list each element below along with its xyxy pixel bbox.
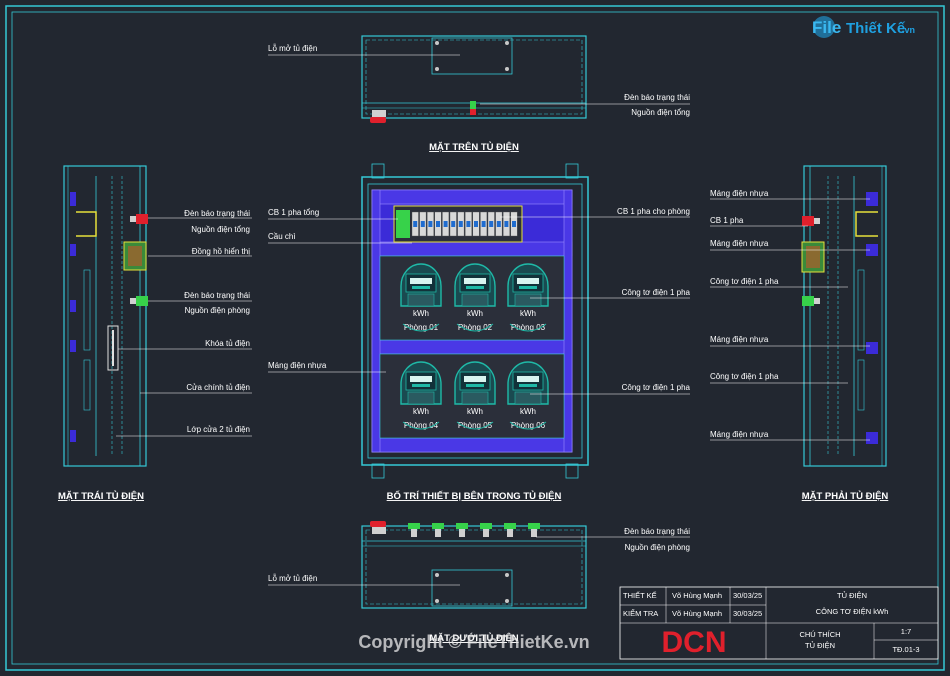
meter-kwh-tag: kWh [413,309,429,318]
tb-design-date: 30/03/25 [733,591,762,600]
meter-kwh-tag: kWh [520,407,536,416]
meter-kwh-tag: kWh [467,309,483,318]
label-right-meter-2: Công tơ điện 1 pha [710,372,779,381]
label-top-status-light: Đèn báo trạng thái [624,93,690,102]
label-fuse: Cầu chì [268,232,296,241]
side-trunking [371,189,381,453]
logo-file: File [812,18,841,37]
right-cb [802,216,814,226]
room-label: Phòng 04 [404,421,439,430]
bottom-status-lights [408,523,540,537]
top-status-light [470,109,476,115]
label-left-room-power: Nguồn điện phòng [185,306,250,315]
bottom-opening [431,569,513,607]
tb-design-label: THIẾT KẾ [623,590,657,600]
tb-scale: 1:7 [901,627,911,636]
top-view: Lỗ mở tủ điện Đèn báo trạng thái Nguồn đ… [268,35,690,153]
bottom-status-light [408,523,420,529]
label-left-main-power: Nguồn điện tổng [191,225,250,234]
label-cb-rooms: CB 1 pha cho phòng [617,207,690,216]
watermark: Copyright © FileThietKe.vn [358,632,589,652]
label-trunking: Máng điện nhựa [268,361,327,370]
left-status-light [136,214,148,224]
bottom-view: Đèn báo trạng thái Nguồn điện phòng Lỗ m… [268,521,690,644]
title-bottom-view: MẶT DƯỚI TỦ ĐIỆN [429,632,518,644]
meter-kwh-tag: kWh [413,407,429,416]
left-view: Đèn báo trạng thái Nguồn điện tổng Đồng … [58,165,252,502]
right-view: Máng điện nhựa CB 1 pha Máng điện nhựa C… [710,165,889,502]
title-block: THIẾT KẾ Võ Hùng Mạnh 30/03/25 KIỂM TRA … [619,586,939,660]
right-trunking [866,192,878,206]
title-right-view: MẶT PHẢI TỦ ĐIỆN [802,490,889,502]
top-main-breaker [370,117,386,123]
label-bottom-room-power: Nguồn điện phòng [625,543,690,552]
label-left-status-light-1: Đèn báo trạng thái [184,209,250,218]
room-label: Phòng 02 [458,323,493,332]
tb-design-name: Võ Hùng Mạnh [672,591,722,600]
title-top-view: MẶT TRÊN TỦ ĐIỆN [429,141,519,153]
bottom-status-light [432,523,444,529]
label-cb-main: CB 1 pha tổng [268,208,319,217]
main-breaker [396,210,410,238]
tb-note-label: CHÚ THÍCH [799,630,840,639]
label-right-trunking-1: Máng điện nhựa [710,189,769,198]
tb-check-label: KIỂM TRA [623,609,658,618]
room-label: Phòng 03 [511,323,546,332]
logo-tld: .vn [902,25,915,35]
bottom-status-light [528,523,540,529]
label-left-meter: Đồng hồ hiển thị [192,247,250,256]
brand-logo: File Thiết Kế .vn [812,16,915,38]
room-label: Phòng 05 [458,421,493,430]
tb-check-name: Võ Hùng Mạnh [672,609,722,618]
tb-sheet: TĐ.01-3 [892,645,919,654]
label-top-opening: Lỗ mở tủ điện [268,44,317,53]
top-opening [431,37,513,75]
inner-frame [11,11,939,665]
outer-frame [5,5,945,671]
label-bottom-opening: Lỗ mở tủ điện [268,574,317,583]
label-left-main-door: Cửa chính tủ điện [186,383,250,392]
label-bottom-status-light: Đèn báo trạng thái [624,527,690,536]
left-lock [107,325,119,371]
title-front-view: BỐ TRÍ THIẾT BỊ BÊN TRONG TỦ ĐIỆN [387,490,562,502]
room-label: Phòng 06 [511,421,546,430]
label-right-trunking-2: Máng điện nhựa [710,239,769,248]
label-left-lock: Khóa tủ điện [205,339,250,348]
bottom-status-light [504,523,516,529]
room-label: Phòng 01 [404,323,439,332]
label-right-cb: CB 1 pha [710,216,744,225]
top-trunking [371,189,573,205]
bottom-status-light [480,523,492,529]
tb-note-value: TỦ ĐIỆN [805,641,835,650]
bottom-status-light [456,523,468,529]
label-meter-1: Công tơ điện 1 pha [622,288,691,297]
label-meter-2: Công tơ điện 1 pha [622,383,691,392]
label-top-main-power: Nguồn điện tổng [631,108,690,117]
tb-drawing-title: TỦ ĐIỆN [837,591,867,600]
tb-check-date: 30/03/25 [733,609,762,618]
breaker-row [411,211,518,237]
company-logo: DCN [662,626,727,659]
label-left-status-light-2: Đèn báo trạng thái [184,291,250,300]
label-left-door-2: Lớp cửa 2 tủ điện [187,425,250,434]
label-right-meter-1: Công tơ điện 1 pha [710,277,779,286]
label-right-trunking-3: Máng điện nhựa [710,335,769,344]
label-right-trunking-4: Máng điện nhựa [710,430,769,439]
meter-kwh-tag: kWh [467,407,483,416]
logo-name: Thiết Kế [846,20,906,37]
tb-drawing-subtitle: CÔNG TƠ ĐIỆN kWh [816,607,889,616]
meter-kwh-tag: kWh [520,309,536,318]
title-left-view: MẶT TRÁI TỦ ĐIỆN [58,490,144,502]
